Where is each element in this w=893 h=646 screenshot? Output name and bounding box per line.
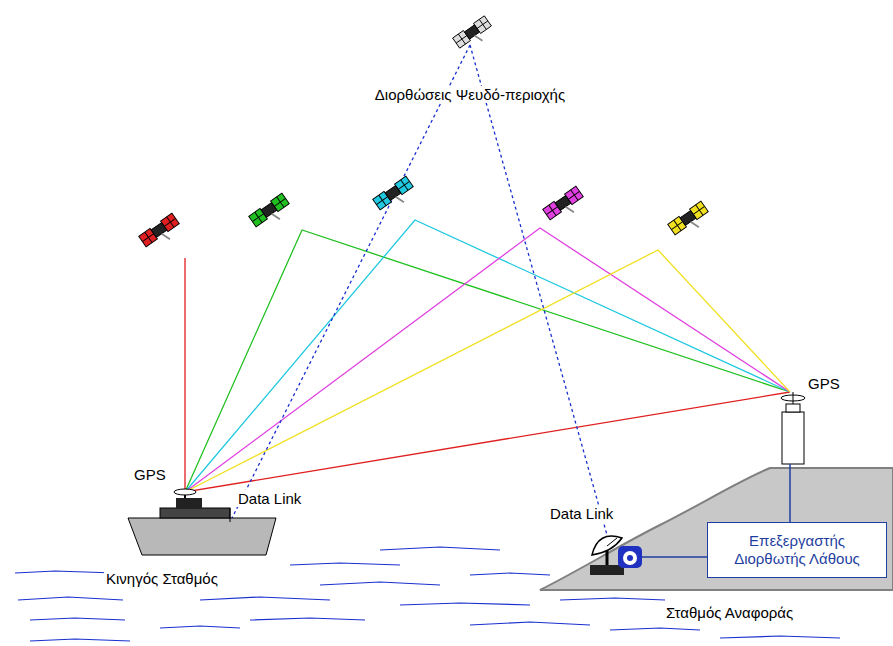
satellite bbox=[373, 176, 418, 216]
signal-yellow bbox=[185, 250, 790, 492]
label: Κινηγός Σταθμός bbox=[104, 570, 220, 587]
signal-magenta bbox=[185, 228, 790, 492]
gps-antenna bbox=[793, 392, 794, 404]
tower bbox=[782, 412, 804, 464]
satellite bbox=[543, 186, 588, 226]
label: Data Link bbox=[548, 505, 615, 522]
signal-green bbox=[185, 230, 790, 492]
label: Σταθμός Αναφοράς bbox=[664, 604, 795, 621]
tower-top bbox=[786, 404, 800, 412]
label: GPS bbox=[806, 375, 842, 392]
signal-red bbox=[185, 258, 790, 492]
satellite bbox=[139, 213, 184, 253]
satellite bbox=[453, 16, 496, 54]
box-text: Επεξεργαστής Διορθωτής Λάθους bbox=[716, 532, 878, 568]
satellite bbox=[668, 201, 713, 241]
label: Data Link bbox=[236, 490, 303, 507]
signal-cyan bbox=[185, 220, 790, 492]
process-box: Επεξεργαστής Διορθωτής Λάθους bbox=[707, 522, 887, 578]
label: GPS bbox=[132, 466, 168, 483]
phone-icon bbox=[618, 546, 707, 568]
wire bbox=[789, 464, 791, 522]
label: Διορθώσεις Ψευδό-περιοχής bbox=[373, 86, 567, 103]
hill bbox=[540, 468, 893, 590]
satellite bbox=[249, 193, 294, 233]
data-link-line bbox=[470, 45, 607, 535]
data-link-line bbox=[230, 45, 470, 522]
signal-lines bbox=[185, 45, 790, 535]
